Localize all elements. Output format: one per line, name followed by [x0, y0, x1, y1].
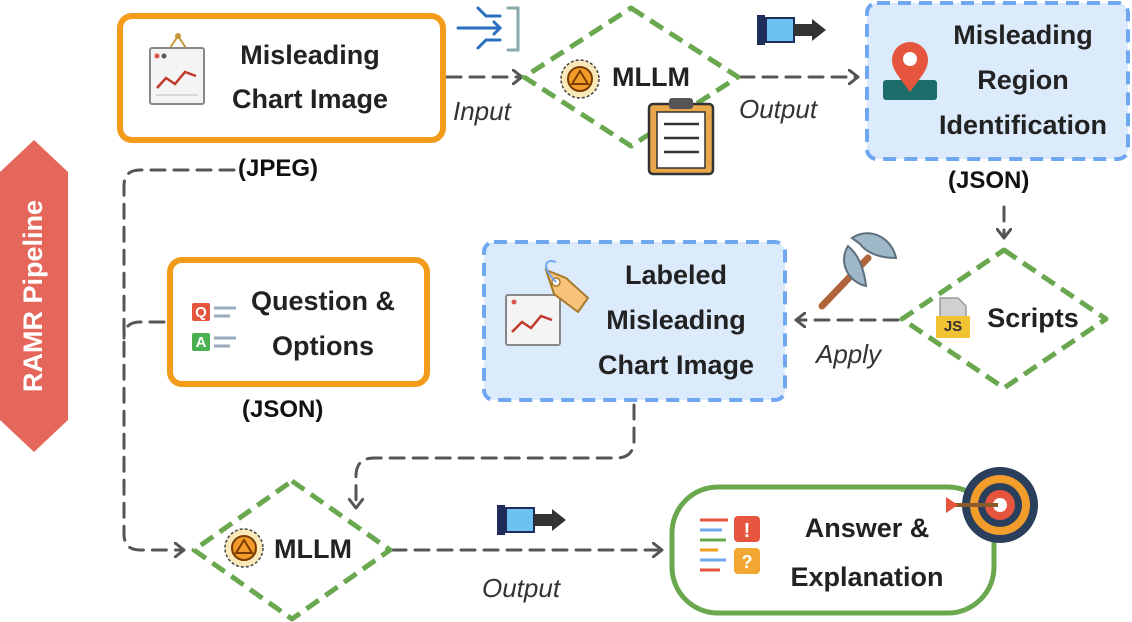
output-top-icon — [757, 15, 826, 45]
input-arrows-icon — [456, 6, 520, 52]
scripts-label: Scripts — [987, 303, 1079, 333]
edge-image-mllm — [122, 168, 236, 550]
region-label: Misleading Region Identification — [930, 22, 1116, 139]
question-node — [167, 257, 430, 387]
js-file-icon — [936, 297, 970, 338]
pipeline-pill — [0, 140, 68, 452]
mllm-bottom-icon — [224, 528, 264, 568]
mllm-top-icon — [560, 59, 600, 99]
a-letter: A — [195, 334, 207, 351]
svg-text:!: ! — [744, 520, 751, 542]
chart-image-line1: Misleading — [240, 40, 380, 70]
region-format: (JSON) — [948, 167, 1030, 194]
answer-line2: Explanation — [790, 562, 944, 592]
scripts-node — [899, 247, 1109, 391]
question-line1: Question & — [250, 286, 395, 316]
labeled-line1: Labeled — [624, 260, 728, 290]
answer-icon: ! ? — [700, 516, 760, 574]
labeled-line3: Chart Image — [597, 350, 755, 380]
mllm-bottom-node — [191, 478, 393, 622]
output-bottom-icon — [497, 505, 566, 535]
question-format: (JSON) — [242, 396, 324, 423]
edge-output-top-label: Output — [739, 94, 818, 124]
q-letter: Q — [195, 304, 207, 321]
labeled-label: Labeled Misleading Chart Image — [576, 262, 776, 379]
chart-image-icon — [149, 33, 205, 105]
region-node — [865, 1, 1130, 161]
region-line1: Misleading — [953, 20, 1093, 50]
edge-apply-label: Apply — [816, 339, 882, 369]
labeled-line2: Misleading — [606, 305, 746, 335]
pipeline-label: RAMR Pipeline — [18, 199, 48, 393]
svg-text:?: ? — [742, 552, 753, 572]
edge-input-label: Input — [453, 96, 511, 126]
chart-image-format: (JPEG) — [238, 155, 319, 182]
question-label: Question & Options — [240, 288, 406, 360]
edge-question-loop — [122, 320, 166, 340]
mllm-top-label: MLLM — [612, 62, 690, 92]
location-pin-icon — [883, 42, 937, 100]
question-line2: Options — [272, 331, 374, 361]
qa-icon — [192, 303, 236, 351]
edge-labeled-mllm — [356, 403, 636, 510]
edge-output-bottom-label: Output — [482, 573, 561, 603]
clipboard-icon — [647, 98, 715, 176]
target-icon — [946, 467, 1038, 543]
chart-image-label: Misleading Chart Image — [210, 42, 410, 113]
mllm-bottom-label: MLLM — [274, 534, 352, 564]
region-line3: Identification — [939, 110, 1107, 140]
chart-image-line2: Chart Image — [231, 84, 389, 114]
answer-line1: Answer & — [804, 513, 930, 543]
answer-label: Answer & Explanation — [772, 515, 962, 591]
js-icon-text: JS — [943, 318, 963, 335]
labeled-chart-icon — [505, 260, 590, 346]
axe-icon — [818, 232, 898, 310]
region-line2: Region — [977, 65, 1069, 95]
